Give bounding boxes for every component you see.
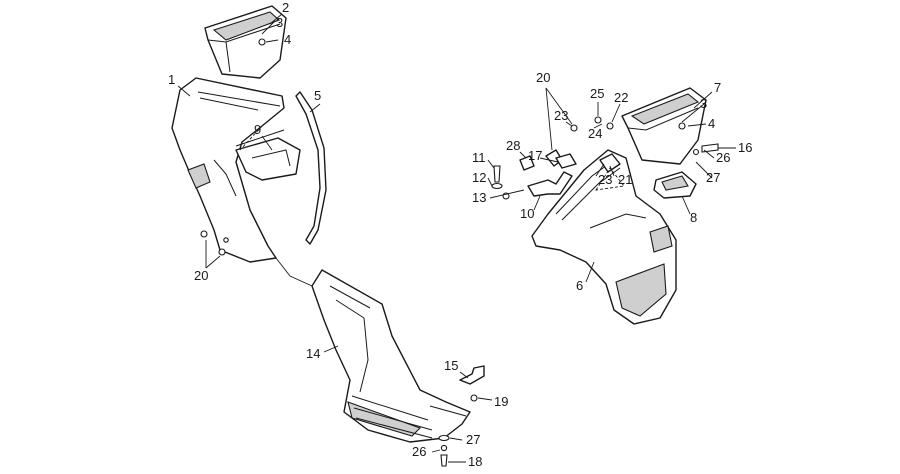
callout-left-4: 4	[284, 32, 291, 47]
screw-16	[701, 143, 719, 153]
callout-left-9: 9	[254, 122, 261, 137]
clip-17	[555, 153, 577, 169]
callout-bottom-26: 26	[412, 444, 426, 459]
bracket-15	[459, 365, 485, 385]
nut-19	[470, 394, 478, 402]
left-glove-box	[204, 5, 287, 79]
callout-21: 21	[618, 172, 632, 187]
callout-10: 10	[520, 206, 534, 221]
callout-right-20: 20	[536, 70, 550, 85]
callout-left-3: 3	[276, 15, 283, 30]
callout-right-7: 7	[714, 80, 721, 95]
screw-25	[594, 116, 602, 124]
washer-27-bottom	[438, 434, 450, 442]
callout-right-4: 4	[708, 116, 715, 131]
callout-right-23b: 23	[598, 172, 612, 187]
nut-22	[606, 122, 614, 130]
callout-22: 22	[614, 90, 628, 105]
washer-27-right	[692, 148, 700, 156]
callout-25: 25	[590, 86, 604, 101]
right-glove-box	[621, 87, 707, 165]
callout-right-26: 26	[716, 150, 730, 165]
callout-bottom-27: 27	[466, 432, 480, 447]
callout-6: 6	[576, 278, 583, 293]
washer-12	[491, 182, 503, 190]
callout-28: 28	[506, 138, 520, 153]
bracket-28	[519, 155, 535, 171]
callout-right-23a: 23	[554, 108, 568, 123]
left-side-panel	[171, 77, 285, 263]
callout-left-20: 20	[194, 268, 208, 283]
callout-15: 15	[444, 358, 458, 373]
callout-16: 16	[738, 140, 752, 155]
callout-labels: 2 3 4 1 5 9 20 14 15 19 27 26 18 20 25 2…	[168, 0, 752, 469]
callout-13: 13	[472, 190, 486, 205]
screw-26-bottom	[440, 444, 448, 452]
left-trim-strip-5	[295, 91, 327, 245]
left-bracket-9	[235, 137, 301, 181]
callout-18: 18	[468, 454, 482, 469]
screw-11	[493, 165, 501, 183]
callout-24: 24	[588, 126, 602, 141]
bracket-21	[599, 153, 621, 173]
callout-19: 19	[494, 394, 508, 409]
front-shield-6	[531, 149, 677, 325]
callout-right-27: 27	[706, 170, 720, 185]
callout-8: 8	[690, 210, 697, 225]
left-screw-20	[200, 230, 226, 256]
callout-left-2: 2	[282, 0, 289, 15]
bracket-10	[527, 171, 573, 197]
screw-23-right	[570, 124, 578, 132]
lower-fairing-14	[311, 269, 471, 443]
callout-left-5: 5	[314, 88, 321, 103]
callout-14: 14	[306, 346, 320, 361]
leader-lines	[177, 13, 736, 463]
frame-8	[653, 171, 697, 199]
callout-right-3: 3	[700, 96, 707, 111]
callout-left-1: 1	[168, 72, 175, 87]
callout-17: 17	[528, 148, 542, 163]
screw-18	[440, 454, 448, 467]
callout-12: 12	[472, 170, 486, 185]
callout-11: 11	[472, 150, 486, 165]
